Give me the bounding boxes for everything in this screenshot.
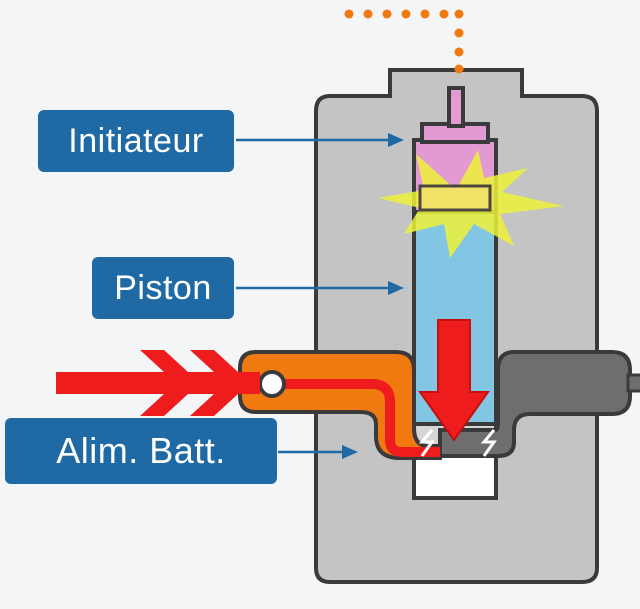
initiator-signal-line <box>344 9 464 74</box>
pointer-arrow-piston <box>236 281 404 295</box>
input-arrow <box>56 350 260 416</box>
initiator-charge <box>418 184 492 212</box>
piston-label: Piston <box>92 257 234 319</box>
cut-spark-marks <box>418 429 497 457</box>
current-path <box>272 379 440 457</box>
output-terminal <box>626 373 640 393</box>
initiateur-label: Initiateur <box>38 110 234 172</box>
alimentation-label: Alim. Batt. <box>5 418 277 484</box>
input-terminal <box>258 370 286 398</box>
pointer-arrow-alimentation <box>278 445 358 459</box>
force-arrow <box>418 319 490 442</box>
pointer-arrow-initiateur <box>236 133 404 147</box>
initiator-pin <box>447 86 465 128</box>
